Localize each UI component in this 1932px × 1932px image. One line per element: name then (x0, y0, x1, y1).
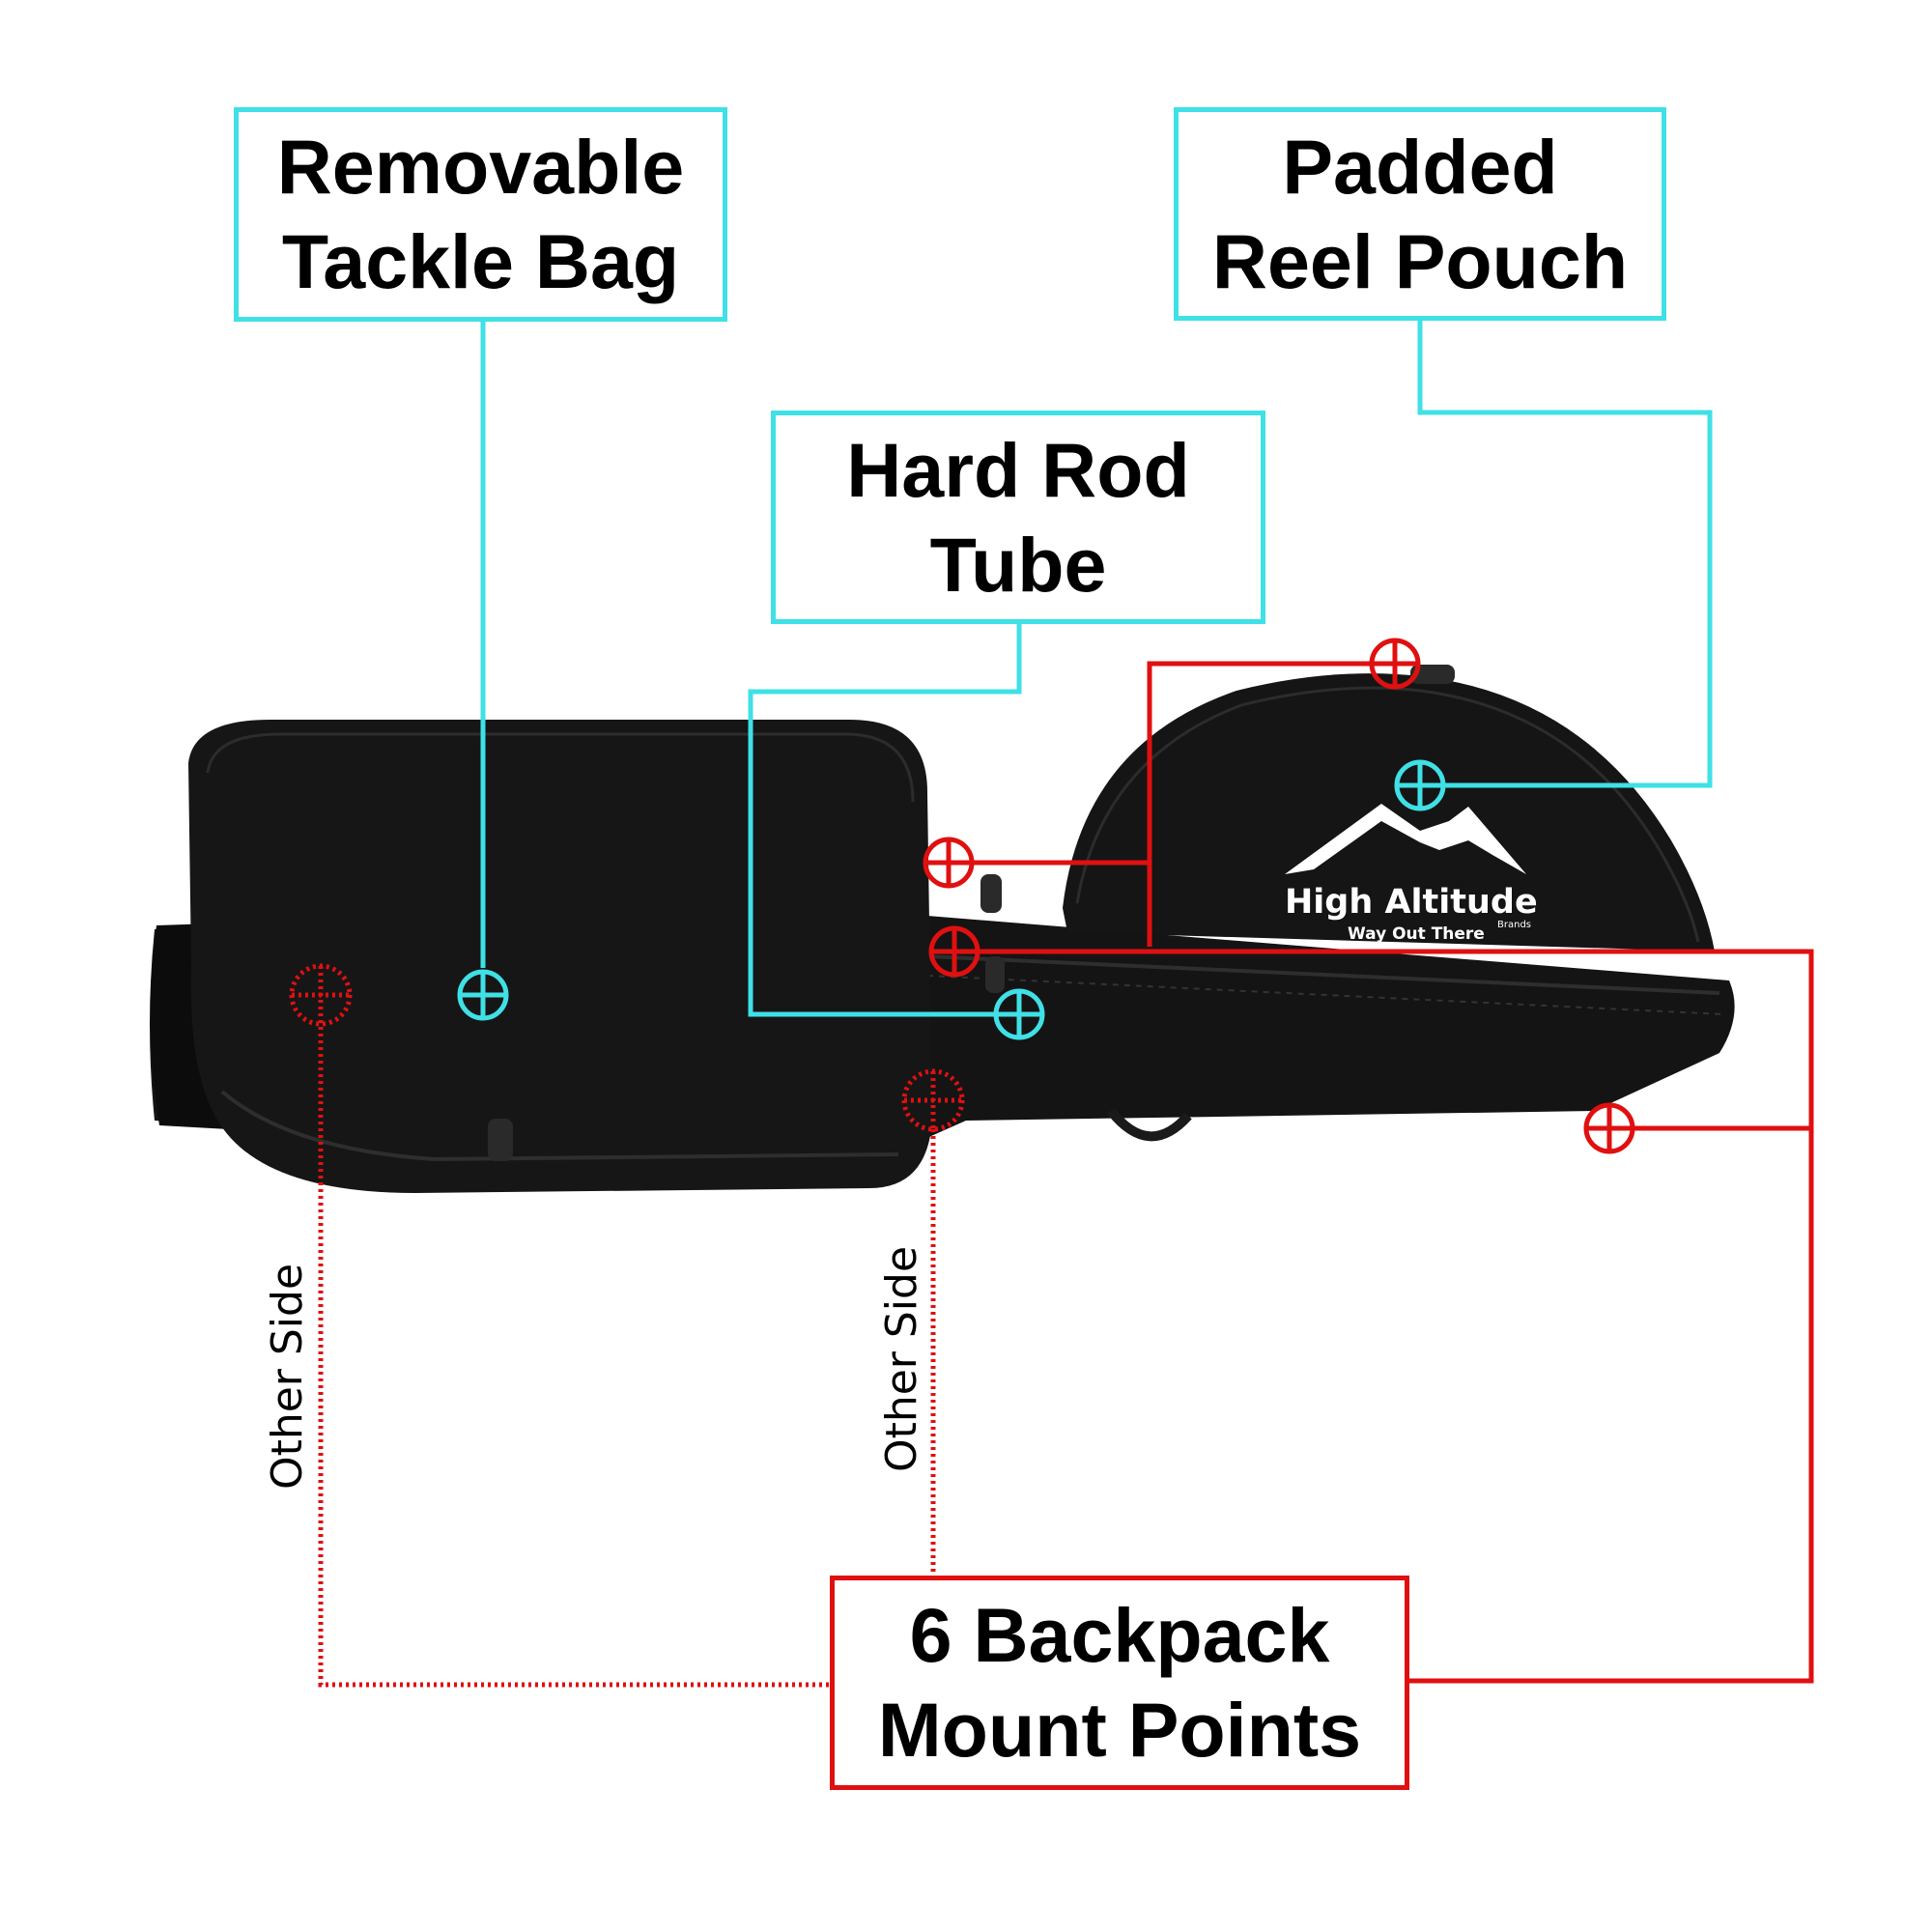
hidden-mount-leader-lines (318, 1020, 936, 1688)
logo-sub-text: Brands (1497, 920, 1531, 930)
mountain-logo-icon (1285, 804, 1526, 874)
brand-logo: High Altitude Way Out There Brands (1285, 804, 1538, 944)
reel-pouch-callout-line1: Padded (1282, 123, 1558, 210)
mount-points-callout-line1: 6 Backpack (909, 1592, 1330, 1678)
crosshair-circle-icon (928, 925, 980, 978)
tackle-bag-zipper-pull (488, 1119, 513, 1161)
rod-tube-callout-line1: Hard Rod (846, 426, 1190, 513)
side-zipper-pull-1 (980, 874, 1002, 913)
feature-markers (457, 759, 1446, 1040)
tackle-bag-zipper (220, 1090, 899, 1162)
other-side-note-middle: Other Side (877, 1245, 926, 1473)
logo-brand-text: High Altitude (1285, 883, 1538, 922)
dotted-crosshair-circle-icon (289, 963, 353, 1027)
side-zipper-pull-2 (985, 956, 1005, 993)
rod-bag-illustration: High Altitude Way Out There Brands (150, 665, 1735, 1193)
mount-leader-lines (972, 661, 1814, 1684)
reel-pouch-callout: Padded Reel Pouch (1174, 107, 1666, 321)
reel-pouch-seam (1075, 686, 1700, 943)
tackle-bag-seam (206, 732, 915, 803)
mount-markers (923, 638, 1635, 1154)
crosshair-circle-icon (1369, 638, 1421, 690)
rod-tube-callout-line2: Tube (929, 521, 1107, 608)
rod-tube-callout: Hard Rod Tube (771, 411, 1265, 624)
mount-points-callout-line2: Mount Points (877, 1687, 1362, 1773)
reel-pouch-callout-line2: Reel Pouch (1211, 217, 1629, 304)
tackle-bag-body (188, 720, 932, 1193)
mount-points-callout: 6 Backpack Mount Points (830, 1576, 1409, 1790)
tackle-bag-callout: Removable Tackle Bag (234, 107, 727, 322)
logo-tagline-text: Way Out There (1348, 924, 1485, 944)
rod-tube-zipper-seam (926, 954, 1720, 995)
reel-pouch-leader-line (1417, 321, 1713, 788)
hidden-mount-markers (289, 963, 965, 1132)
other-side-note-left: Other Side (263, 1263, 312, 1491)
crosshair-circle-icon (923, 837, 975, 889)
mount-line-top (1147, 661, 1395, 947)
reel-pouch-zipper-pull (1410, 665, 1455, 684)
crosshair-circle-icon (1394, 759, 1446, 811)
crosshair-circle-icon (457, 969, 509, 1021)
dotted-crosshair-circle-icon (901, 1068, 965, 1132)
mount-line-right (978, 949, 1814, 1684)
strap-loop (1107, 1107, 1192, 1142)
rod-tube-stitch (926, 975, 1725, 1015)
feature-leader-lines (480, 321, 1713, 1017)
crosshair-circle-icon (993, 988, 1045, 1040)
tackle-bag-callout-line2: Tackle Bag (281, 218, 680, 304)
rod-tube-leader-line (748, 624, 1022, 1017)
crosshair-circle-icon (1583, 1102, 1635, 1154)
hidden-mount-line-left (318, 1020, 833, 1688)
tackle-bag-callout-line1: Removable (276, 124, 685, 210)
